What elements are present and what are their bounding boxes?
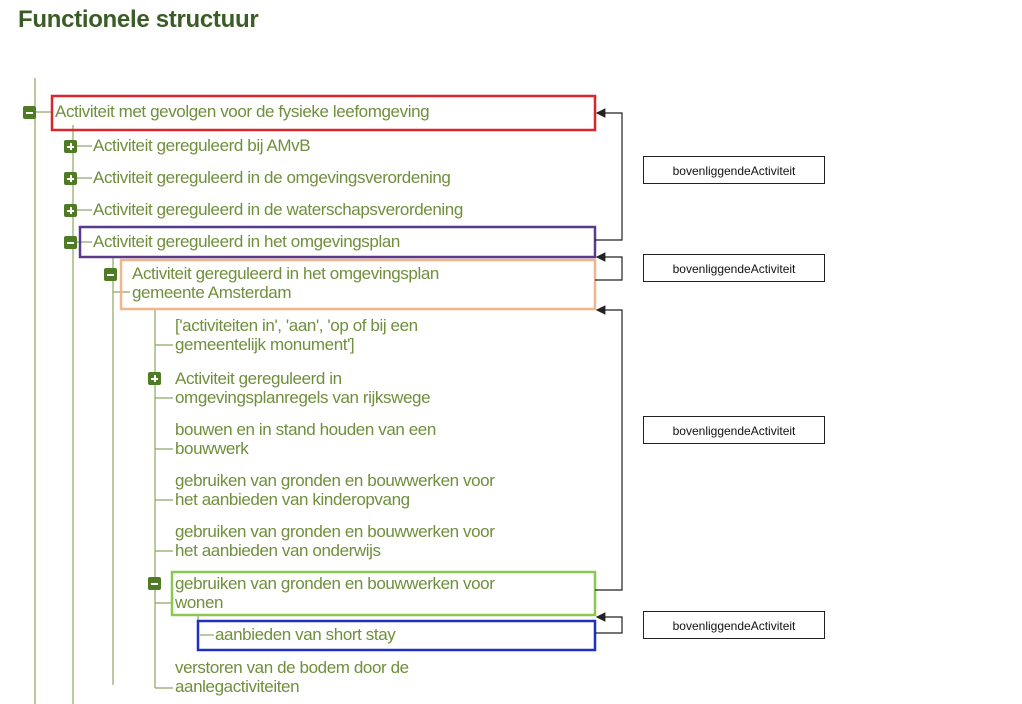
collapse-icon[interactable] [148, 577, 161, 590]
node-line: ['activiteiten in', 'aan', 'op of bij ee… [175, 316, 418, 335]
tree-node-kinderopvang[interactable]: gebruiken van gronden en bouwwerken voor… [175, 471, 495, 509]
node-line: gebruiken van gronden en bouwwerken voor [175, 522, 495, 541]
collapse-icon[interactable] [104, 268, 117, 281]
tree-node-monument[interactable]: ['activiteiten in', 'aan', 'op of bij ee… [175, 316, 418, 354]
tree-node-waterschapsverordening[interactable]: Activiteit gereguleerd in de waterschaps… [93, 200, 463, 219]
expand-icon[interactable] [64, 172, 77, 185]
node-line: gemeentelijk monument'] [175, 335, 355, 354]
tree-node-bodem[interactable]: verstoren van de bodem door de aanlegact… [175, 658, 409, 696]
node-line: gebruiken van gronden en bouwwerken voor [175, 574, 495, 593]
node-line: gebruiken van gronden en bouwwerken voor [175, 471, 495, 490]
relation-label: bovenliggendeActiviteit [643, 254, 825, 282]
tree-node-omgevingsplan[interactable]: Activiteit gereguleerd in het omgevingsp… [93, 232, 400, 251]
node-line: het aanbieden van onderwijs [175, 541, 381, 560]
node-line: wonen [175, 593, 224, 612]
expand-icon[interactable] [64, 140, 77, 153]
node-line: bouwen en in stand houden van een [175, 420, 436, 439]
node-line: het aanbieden van kinderopvang [175, 490, 410, 509]
collapse-icon[interactable] [64, 236, 77, 249]
node-line: Activiteit gereguleerd in [175, 369, 342, 388]
tree-node-bouwwerk[interactable]: bouwen en in stand houden van een bouwwe… [175, 420, 436, 458]
tree-node-rijkswege[interactable]: Activiteit gereguleerd in omgevingsplanr… [175, 369, 431, 407]
node-line: Activiteit gereguleerd in het omgevingsp… [132, 264, 439, 283]
node-line: verstoren van de bodem door de [175, 658, 409, 677]
node-line: gemeente Amsterdam [132, 283, 292, 302]
tree-node-amsterdam[interactable]: Activiteit gereguleerd in het omgevingsp… [132, 264, 439, 302]
expand-icon[interactable] [64, 204, 77, 217]
node-line: omgevingsplanregels van rijkswege [175, 388, 431, 407]
tree-node-amvb[interactable]: Activiteit gereguleerd bij AMvB [93, 136, 311, 155]
node-line: bouwwerk [175, 439, 249, 458]
expand-icon[interactable] [148, 372, 161, 385]
node-line: aanlegactiviteiten [175, 677, 300, 696]
page-title: Functionele structuur [18, 6, 259, 33]
collapse-icon[interactable] [23, 106, 36, 119]
tree-node-root[interactable]: Activiteit met gevolgen voor de fysieke … [55, 102, 430, 121]
relation-label: bovenliggendeActiviteit [643, 611, 825, 639]
tree-node-wonen[interactable]: gebruiken van gronden en bouwwerken voor… [175, 574, 495, 612]
relation-label: bovenliggendeActiviteit [643, 156, 825, 184]
relation-label: bovenliggendeActiviteit [643, 416, 825, 444]
tree-node-omgevingsverordening[interactable]: Activiteit gereguleerd in de omgevingsve… [93, 168, 451, 187]
tree-node-onderwijs[interactable]: gebruiken van gronden en bouwwerken voor… [175, 522, 495, 560]
tree-node-short-stay[interactable]: aanbieden van short stay [215, 625, 396, 644]
